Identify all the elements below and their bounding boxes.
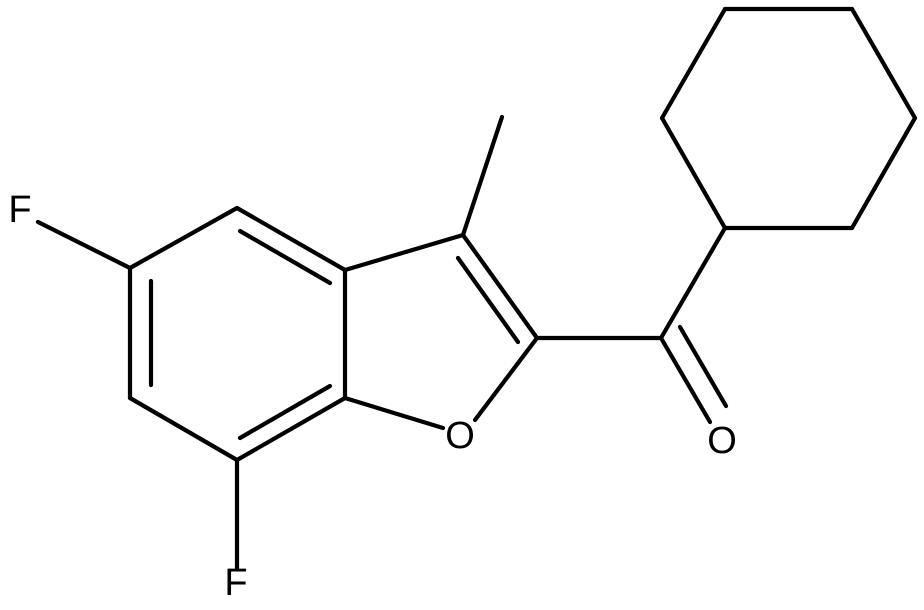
bond-carbonyl-o-a bbox=[658, 335, 713, 425]
atom-label-group: F F O O bbox=[8, 189, 736, 604]
bond-c3-c2 bbox=[460, 232, 540, 341]
atom-f-bottom: F bbox=[224, 562, 247, 604]
bond-c5-c4 bbox=[127, 205, 240, 271]
bond-c3-c2-inner bbox=[455, 255, 521, 345]
bond-ch-ring-1 bbox=[659, 115, 728, 231]
bond-o1-c7a bbox=[342, 395, 446, 431]
bond-ch-ring-4 bbox=[849, 6, 918, 121]
bond-c7-c6 bbox=[127, 395, 240, 463]
atom-o-carbonyl: O bbox=[707, 420, 737, 462]
bond-group bbox=[35, 6, 918, 571]
bond-c7a-c7 bbox=[234, 395, 348, 463]
bond-c4-c3a bbox=[234, 205, 348, 273]
bond-carbonyl-o-b bbox=[677, 324, 729, 409]
bond-c2-o1 bbox=[472, 335, 540, 423]
bond-c5-f bbox=[35, 219, 133, 271]
bond-ch-ring-5 bbox=[849, 115, 918, 231]
atom-o-ring: O bbox=[445, 415, 475, 457]
bond-c3a-c3 bbox=[342, 232, 466, 273]
atom-f-top: F bbox=[8, 189, 31, 231]
bond-c3-methyl bbox=[460, 114, 505, 238]
bond-ch-ring-2 bbox=[659, 6, 728, 121]
bond-ccarbonyl-ch bbox=[658, 225, 728, 341]
bond-c7a-c7-inner bbox=[237, 383, 333, 441]
bond-c4-c3a-inner bbox=[237, 228, 333, 286]
